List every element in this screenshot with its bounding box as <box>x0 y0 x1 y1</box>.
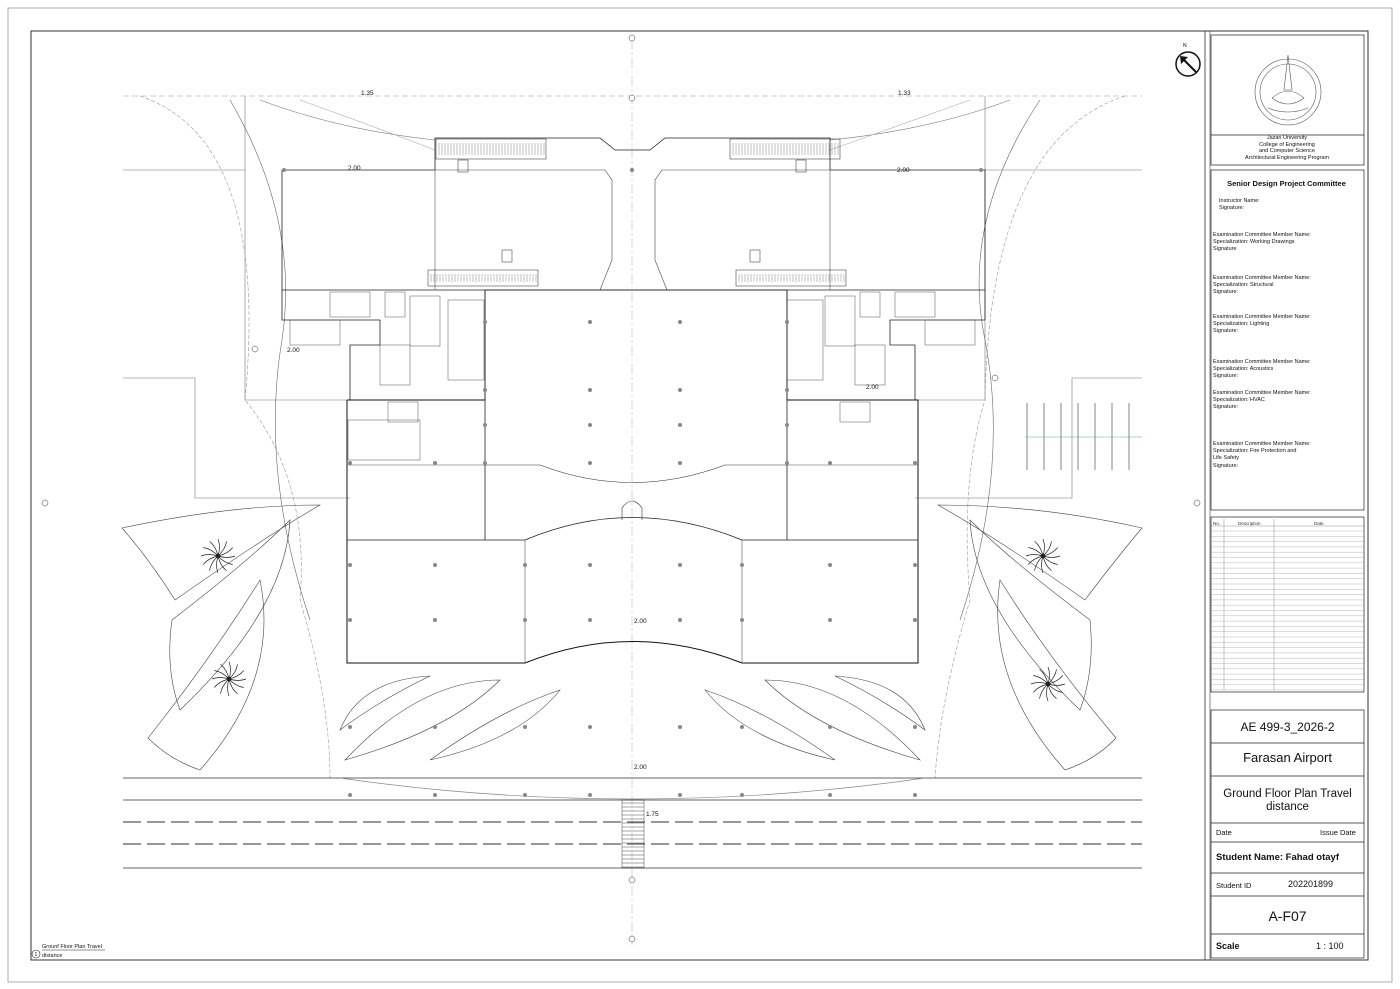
student-id-label: Student ID <box>1216 881 1252 890</box>
university-logo <box>1254 54 1322 126</box>
committee-member: Examination Committee Member Name: Speci… <box>1213 390 1311 411</box>
sheet-number: A-F07 <box>1268 908 1307 924</box>
revision-no-header: No. <box>1213 521 1221 526</box>
north-label: N <box>1183 43 1187 49</box>
revision-description-header: Description <box>1238 521 1261 526</box>
palm-tree-icon <box>200 538 1066 702</box>
university-name: Jazan University <box>1266 135 1308 141</box>
drawing-title: Ground Floor Plan Travel distance <box>1223 788 1352 813</box>
view-title: Grounf Floor Plan Travel distance <box>42 944 102 959</box>
scale-label: Scale <box>1216 941 1240 951</box>
elevation-label: 2.00 <box>866 384 879 391</box>
floor-plan <box>121 40 1143 945</box>
elevation-label: 1.33 <box>898 90 911 97</box>
college-name: College of Engineering <box>1259 141 1315 148</box>
outer-border <box>7 7 1393 983</box>
project-code: AE 499-3_2026-2 <box>1240 720 1335 734</box>
elevation-label: 1.75 <box>646 811 659 818</box>
north-arrow-icon <box>1175 51 1201 77</box>
scale-value: 1 : 100 <box>1316 941 1344 951</box>
student-id: 202201899 <box>1288 879 1334 889</box>
revision-table <box>1211 519 1364 690</box>
revision-date-header: Date <box>1314 521 1324 526</box>
committee-title: Senior Design Project Committee <box>1227 179 1346 188</box>
inner-border <box>30 30 1369 961</box>
view-title-line1: Grounf Floor Plan Travel <box>42 944 102 950</box>
view-number-marker <box>31 949 41 959</box>
committee-member: Examination Committee Member Name: Speci… <box>1213 275 1311 296</box>
project-name: Farasan Airport <box>1243 750 1332 765</box>
elevation-label: 2.00 <box>634 764 647 771</box>
elevation-label: 2.00 <box>348 165 361 172</box>
instructor-fields: Instructor Name: Signature: <box>1219 198 1260 212</box>
view-number: 1 <box>35 952 38 958</box>
college-name-2: and Computer Science <box>1259 148 1315 155</box>
student-name: Student Name: Fahad otayf <box>1216 852 1339 863</box>
section-markers <box>41 34 1201 943</box>
elevation-labels: 1.35 1.33 2.00 2.00 2.00 2.00 2.00 2.00 … <box>287 90 911 818</box>
date-label: Date <box>1216 828 1232 837</box>
column-grid <box>282 168 983 797</box>
title-block-frames <box>1210 34 1365 959</box>
committee-member: Examination Committee Member Name: Speci… <box>1213 232 1311 253</box>
program-name: Architectural Engineering Program <box>1244 154 1330 161</box>
committee-member: Examination Committee Member Name: Speci… <box>1213 359 1311 380</box>
elevation-label: 2.00 <box>634 618 647 625</box>
committee-member: Examination Committee Member Name: Speci… <box>1213 314 1311 335</box>
elevation-label: 2.00 <box>287 347 300 354</box>
revision-rows <box>1211 530 1364 691</box>
committee-member: Examination Committee Member Name: Speci… <box>1213 441 1311 469</box>
elevation-label: 1.35 <box>361 90 374 97</box>
view-title-line2: distance <box>42 952 63 959</box>
issue-date-label: Issue Date <box>1320 828 1356 837</box>
university-info: Jazan University College of Engineering … <box>1212 135 1362 161</box>
elevation-label: 2.00 <box>897 167 910 174</box>
